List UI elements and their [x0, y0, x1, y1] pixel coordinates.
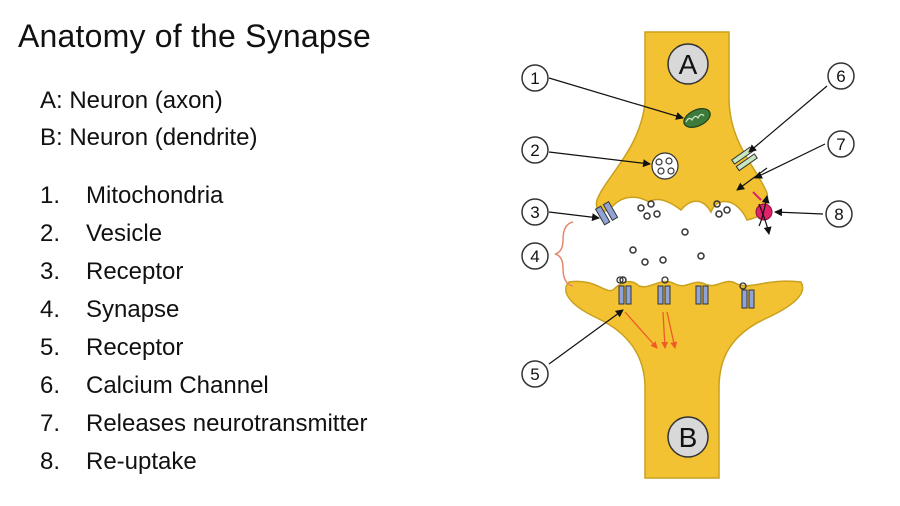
callout-1: 1: [521, 64, 549, 92]
reuptake-mark: [752, 191, 762, 201]
parts-item-label: Receptor: [86, 258, 184, 285]
neuron-legend: A: Neuron (axon) B: Neuron (dendrite): [40, 82, 257, 156]
callout-7: 7: [827, 130, 855, 158]
callout-7-number: 7: [836, 135, 845, 154]
callout-6: 6: [827, 62, 855, 90]
parts-item-label: Re-uptake: [86, 448, 197, 475]
callout-5: 5: [521, 360, 549, 388]
signal-arrows: [624, 311, 678, 349]
reuptake-arrow-up: [758, 195, 770, 227]
bound-neurotransmitters: [616, 276, 747, 290]
neuron-a-shape: [595, 31, 769, 221]
parts-legend: 1. Mitochondria 2. Vesicle 3. Receptor 4. Sy…: [40, 177, 367, 481]
parts-item-number: 2.: [40, 220, 61, 247]
parts-item: 8. Re-uptake: [40, 443, 367, 481]
callout-1-number: 1: [530, 69, 539, 88]
callout-2: 2: [521, 136, 549, 164]
release-vesicles: [637, 200, 731, 220]
callout-5-number: 5: [530, 365, 539, 384]
neuron-b-badge: B: [679, 422, 698, 453]
parts-item-number: 3.: [40, 258, 61, 285]
synapse-diagram: A B: [505, 28, 865, 483]
neuron-b-shape: [565, 280, 804, 479]
callout-4-number: 4: [530, 247, 539, 266]
neuron-a-badge-circle: [667, 43, 709, 85]
postsynaptic-receptors: [618, 285, 755, 309]
synapse-bracket: [554, 221, 574, 287]
callout-3-number: 3: [530, 203, 539, 222]
mitochondria-icon: [683, 108, 711, 128]
neuron-b-badge-circle: [667, 416, 709, 458]
neuron-a-label: A: Neuron (axon): [40, 87, 223, 114]
parts-item-number: 1.: [40, 182, 61, 209]
parts-item-label: Releases neurotransmitter: [86, 410, 368, 437]
parts-item-number: 8.: [40, 448, 61, 475]
parts-item: 6. Calcium Channel: [40, 367, 367, 405]
parts-item: 7. Releases neurotransmitter: [40, 405, 367, 443]
presynaptic-receptor-icon: [594, 201, 619, 226]
callout-leaders: [548, 77, 828, 365]
parts-item: 1. Mitochondria: [40, 177, 367, 215]
parts-item-label: Calcium Channel: [86, 372, 269, 399]
parts-item: 2. Vesicle: [40, 215, 367, 253]
parts-item: 5. Receptor: [40, 329, 367, 367]
parts-item-label: Synapse: [86, 296, 180, 323]
neuron-b-label: B: Neuron (dendrite): [40, 124, 258, 151]
callout-4: 4: [521, 242, 549, 270]
callout-8: 8: [825, 200, 853, 228]
parts-item: 3. Receptor: [40, 253, 367, 291]
reuptake-arrow-down: [758, 203, 772, 235]
parts-item-label: Mitochondria: [86, 182, 224, 209]
parts-item-label: Vesicle: [86, 220, 163, 247]
parts-item-label: Receptor: [86, 334, 184, 361]
slide-title: Anatomy of the Synapse: [18, 18, 372, 54]
vesicle-cluster-icon: [651, 152, 679, 180]
callout-6-number: 6: [836, 67, 845, 86]
neurotransmitter-dots: [619, 228, 705, 284]
parts-item-number: 4.: [40, 296, 61, 323]
parts-item: 4. Synapse: [40, 291, 367, 329]
neuron-a-badge: A: [679, 49, 698, 80]
parts-item-number: 6.: [40, 372, 61, 399]
callout-3: 3: [521, 198, 549, 226]
callout-2-number: 2: [530, 141, 539, 160]
parts-item-number: 5.: [40, 334, 61, 361]
parts-item-number: 7.: [40, 410, 61, 437]
synapse-diagram-svg: A B: [521, 31, 855, 479]
callout-8-number: 8: [834, 205, 843, 224]
